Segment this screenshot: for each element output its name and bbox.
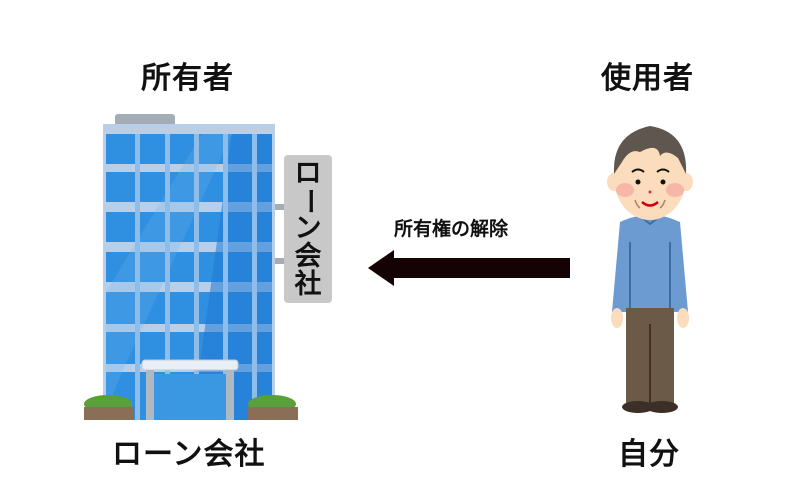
loan-company-label: ローン会社: [112, 437, 266, 472]
sign-char: 会: [294, 240, 322, 272]
office-building-icon: [82, 112, 342, 424]
person-icon: [600, 112, 700, 417]
arrow-label: 所有権の解除: [394, 218, 509, 240]
loan-company-sign: ロ ー ン 会 社: [284, 155, 332, 303]
sign-char: ロ: [294, 157, 322, 189]
sign-char: ー: [293, 187, 324, 215]
owner-label: 所有者: [141, 61, 234, 96]
user-label: 使用者: [601, 61, 694, 96]
left-arrow-icon: [368, 250, 570, 286]
sign-char: 社: [294, 268, 322, 300]
self-label: 自分: [618, 437, 680, 472]
sign-char: ン: [294, 212, 322, 244]
